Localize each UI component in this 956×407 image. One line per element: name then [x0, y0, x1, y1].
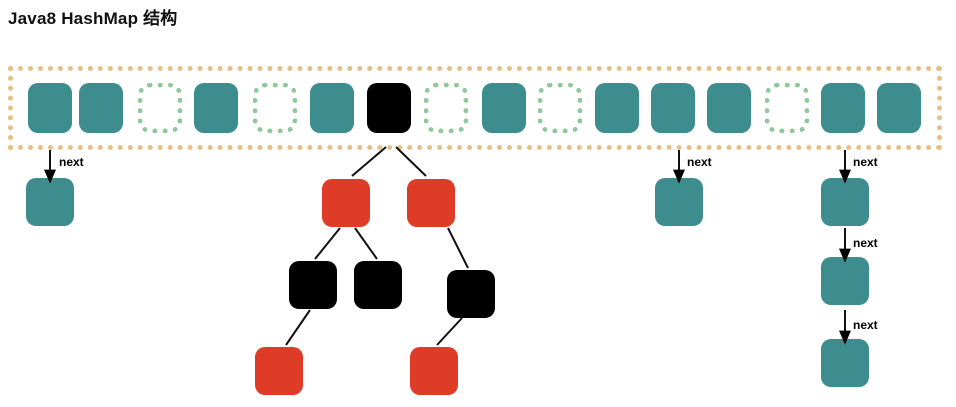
tree-red-node-n1 — [322, 179, 370, 227]
page-title: Java8 HashMap 结构 — [8, 9, 178, 28]
bucket-slot-15 — [877, 83, 921, 133]
tree-edge-root-to-n2 — [395, 146, 427, 177]
tree-red-node-n6 — [255, 347, 303, 395]
bucket-slot-9 — [538, 83, 582, 133]
bucket-slot-13 — [765, 83, 809, 133]
tree-black-node-n3 — [289, 261, 337, 309]
bucket-0-linked-list-next-label-0: next — [59, 155, 84, 169]
tree-black-node-n5 — [447, 270, 495, 318]
bucket-slot-3 — [194, 83, 238, 133]
bucket-14-linked-list-node-1 — [821, 257, 869, 305]
tree-edge-n2-to-n5 — [447, 227, 469, 269]
bucket-slot-4 — [253, 83, 297, 133]
bucket-12-linked-list-next-label-0: next — [687, 155, 712, 169]
tree-red-node-n7 — [410, 347, 458, 395]
bucket-slot-12 — [707, 83, 751, 133]
bucket-14-linked-list-next-label-2: next — [853, 318, 878, 332]
bucket-14-linked-list-next-label-0: next — [853, 155, 878, 169]
tree-edge-n1-to-n3 — [314, 227, 341, 260]
bucket-slot-1 — [79, 83, 123, 133]
bucket-slot-8 — [482, 83, 526, 133]
bucket-slot-0 — [28, 83, 72, 133]
bucket-slot-11 — [651, 83, 695, 133]
tree-red-node-n2 — [407, 179, 455, 227]
bucket-array-container — [8, 66, 942, 150]
bucket-slot-6 — [367, 83, 411, 133]
tree-edge-n1-to-n4 — [354, 227, 378, 260]
bucket-14-linked-list-next-label-1: next — [853, 236, 878, 250]
bucket-slot-2 — [138, 83, 182, 133]
bucket-slot-10 — [595, 83, 639, 133]
bucket-0-linked-list-node-0 — [26, 178, 74, 226]
bucket-14-linked-list-node-0 — [821, 178, 869, 226]
bucket-14-linked-list-node-2 — [821, 339, 869, 387]
tree-edge-n5-to-n7 — [436, 317, 463, 346]
tree-edge-root-to-n1 — [351, 146, 387, 177]
bucket-slot-5 — [310, 83, 354, 133]
bucket-slot-14 — [821, 83, 865, 133]
bucket-12-linked-list-node-0 — [655, 178, 703, 226]
bucket-slot-7 — [424, 83, 468, 133]
tree-branches — [285, 146, 469, 346]
tree-black-node-n4 — [354, 261, 402, 309]
tree-edge-n3-to-n6 — [285, 309, 311, 346]
